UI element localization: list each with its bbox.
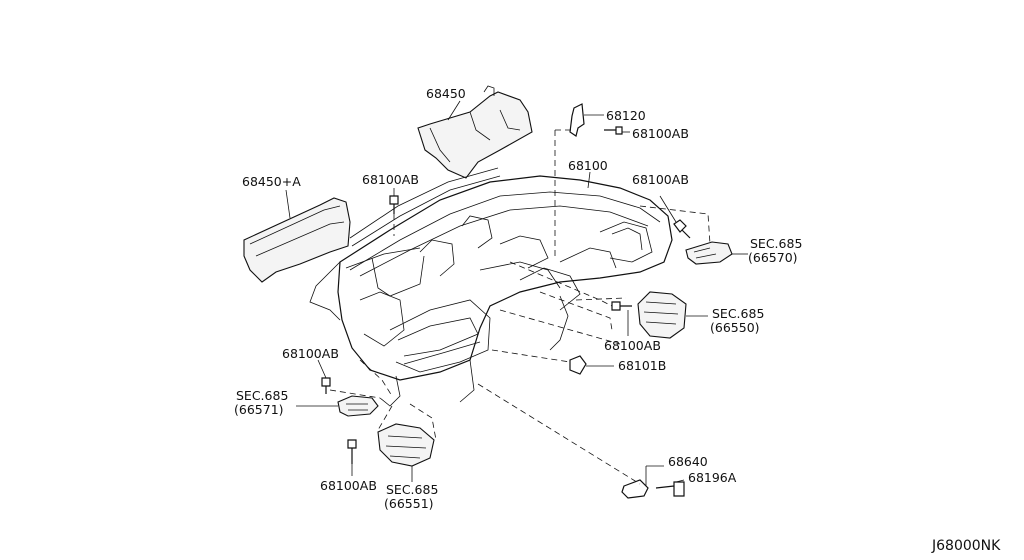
screw-68100ab-bottom: [347, 439, 357, 464]
bolt-68196a: [655, 481, 685, 497]
bracket-68640: [621, 479, 649, 499]
vent-66551: [377, 423, 435, 467]
screw-68100ab-top: [604, 126, 623, 135]
dash-panel-68100: [309, 167, 673, 407]
label-sec685-66551: SEC.685: [386, 482, 438, 497]
label-68100ab-bottom: 68100AB: [320, 478, 377, 493]
label-68450a: 68450+A: [242, 174, 301, 189]
label-68100ab-left: 68100AB: [362, 172, 419, 187]
screw-68100ab-right: [673, 219, 691, 239]
clip-68101b: [569, 355, 587, 375]
label-68196a: 68196A: [688, 470, 737, 485]
label-66570: (66570): [748, 250, 798, 265]
screw-68100ab-left: [389, 195, 399, 214]
label-66551: (66551): [384, 496, 434, 511]
label-66550: (66550): [710, 320, 760, 335]
vent-66571: [337, 395, 379, 417]
label-sec685-66550: SEC.685: [712, 306, 764, 321]
label-68100: 68100: [568, 158, 608, 173]
diagram-code: J68000NK: [931, 538, 1001, 554]
screw-68100ab-mid: [611, 301, 632, 311]
vent-66570: [685, 241, 733, 265]
vent-66550: [637, 291, 687, 339]
label-sec685-66570: SEC.685: [750, 236, 802, 251]
label-68101b: 68101B: [618, 358, 666, 373]
label-66571: (66571): [234, 402, 284, 417]
label-68100ab-right: 68100AB: [632, 172, 689, 187]
label-68100ab-l2: 68100AB: [282, 346, 339, 361]
side-cover-68450a: [243, 197, 351, 283]
label-68640: 68640: [668, 454, 708, 469]
label-68120: 68120: [606, 108, 646, 123]
screw-68100ab-l2: [321, 377, 331, 394]
bracket-68120: [569, 103, 585, 137]
label-68450: 68450: [426, 86, 466, 101]
label-68100ab-top: 68100AB: [632, 126, 689, 141]
upper-cover-68450: [417, 85, 533, 179]
label-sec685-66571: SEC.685: [236, 388, 288, 403]
label-68100ab-mid: 68100AB: [604, 338, 661, 353]
